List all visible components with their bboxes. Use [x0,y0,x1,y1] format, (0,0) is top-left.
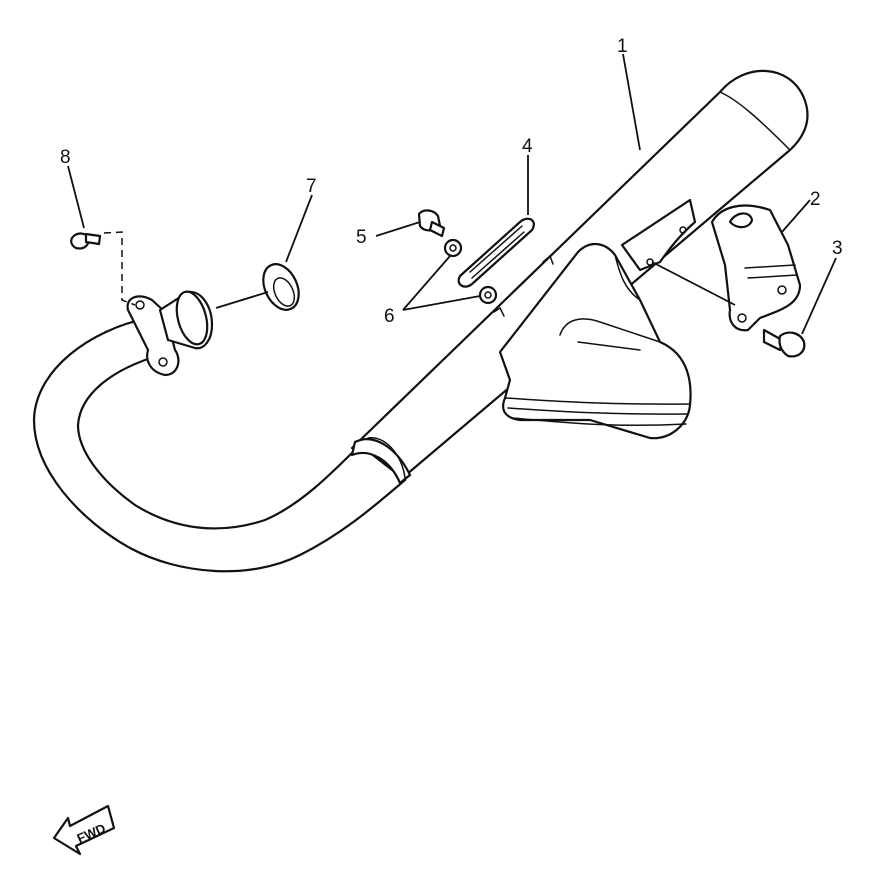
leader-3 [801,257,837,335]
leader-5 [375,221,421,237]
stay-bolt [762,328,806,358]
callout-8: 8 [60,147,71,168]
leader-8 [67,165,85,229]
heat-shield [498,243,692,440]
callout-1: 1 [617,36,628,57]
callout-2: 2 [810,189,821,210]
forward-arrow-icon: FWD [52,804,116,856]
stay-guide-line [651,261,736,306]
ring7-guide-line [215,291,269,309]
washers [443,238,554,317]
shield-screw [417,209,446,238]
callout-6: 6 [384,306,395,327]
muffler-bracket [620,198,697,272]
leader-7 [285,194,313,263]
flange-bolt [70,232,102,250]
callout-7: 7 [306,176,317,197]
leader-6a [402,255,451,311]
callout-4: 4 [522,136,533,157]
bolt8-guide-line [103,231,136,306]
heat-shield-gasket [457,217,535,288]
exhaust-gasket-ring [262,263,300,311]
callout-5: 5 [356,227,367,248]
header-pipe [32,316,407,573]
leader-2 [781,199,811,233]
muffler-assembly [32,69,809,573]
callout-3: 3 [832,238,843,259]
leader-1 [622,53,641,151]
leader-6b [402,295,481,311]
pipe-joint-collar [350,438,412,485]
